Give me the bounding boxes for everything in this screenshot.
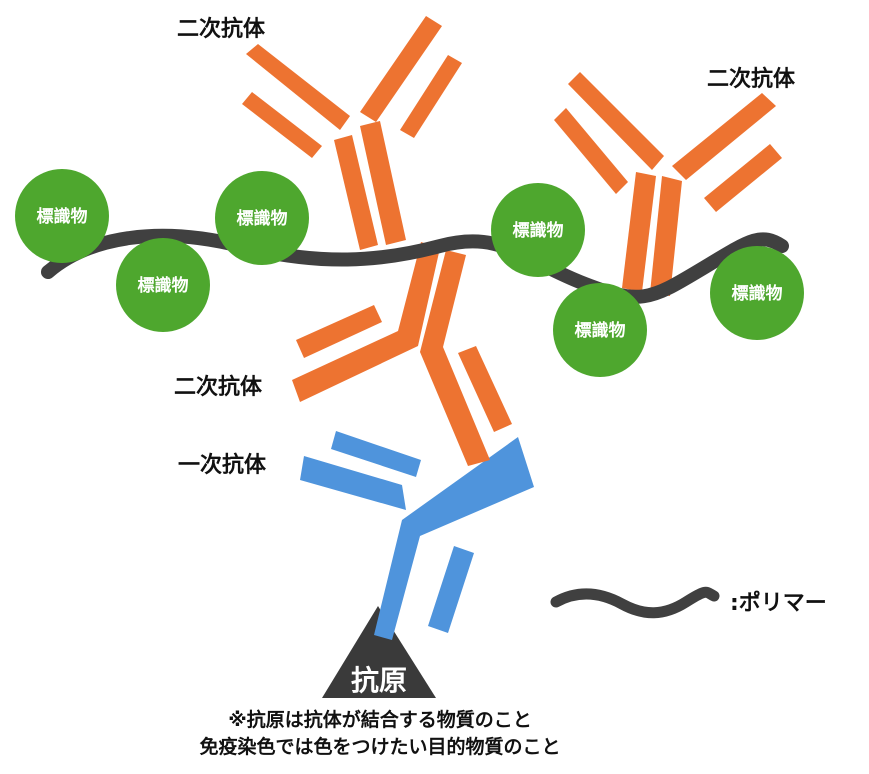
marker-circle	[491, 183, 585, 277]
secondary-antibody-top-left-stem-right	[360, 121, 406, 245]
marker-circle	[215, 171, 309, 265]
secondary-antibody-bottom-heavy-left	[292, 242, 440, 402]
secondary-antibody-top-right-stem-right	[650, 176, 682, 296]
antigen: 抗原	[322, 606, 436, 698]
polymer-legend: :ポリマー	[550, 586, 827, 619]
polymer-legend-icon	[550, 586, 720, 619]
secondary-antibody-top-right-light-left	[554, 108, 628, 194]
polymer-legend-label: :ポリマー	[730, 590, 827, 616]
marker-circle	[116, 238, 210, 332]
secondary-antibody-bottom-light-right	[458, 346, 512, 432]
label-primary-antibody: 一次抗体	[178, 452, 267, 478]
marker-6: 標識物	[710, 246, 804, 340]
secondary-antibody-top-left-arm-left	[246, 44, 350, 130]
primary-antibody-heavy-chain	[374, 437, 534, 640]
marker-1: 標識物	[15, 169, 109, 263]
secondary-antibody-top-right-arm-right	[672, 93, 776, 180]
note-line-1: ※抗原は抗体が結合する物質のこと	[228, 708, 531, 731]
secondary-antibody-top-right	[554, 72, 782, 296]
secondary-antibody-top-left-light-left	[242, 92, 322, 158]
marker-circle	[553, 283, 647, 377]
marker-4: 標識物	[491, 183, 585, 277]
label-secondary-antibody-top-left: 二次抗体	[177, 16, 266, 42]
marker-2: 標識物	[116, 238, 210, 332]
marker-label: 標識物	[237, 208, 288, 229]
antigen-triangle	[322, 606, 436, 698]
marker-label: 標識物	[138, 275, 189, 296]
markers: 標識物 標識物 標識物 標識物 標識物 標識物	[15, 169, 804, 377]
polymer-chain	[41, 228, 789, 304]
marker-3: 標識物	[215, 171, 309, 265]
primary-antibody-light-chain-right	[428, 546, 474, 633]
note-line-2: 免疫染色では色をつけたい目的物質のこと	[199, 735, 560, 758]
primary-antibody-heavy-chain-left	[300, 456, 406, 510]
secondary-antibody-top-left-arm-right	[360, 16, 442, 122]
secondary-antibody-bottom	[292, 242, 512, 466]
marker-label: 標識物	[732, 283, 783, 304]
marker-circle	[15, 169, 109, 263]
marker-circle	[710, 246, 804, 340]
secondary-antibody-top-left-stem-left	[334, 135, 378, 250]
secondary-antibody-top-right-arm-left	[568, 72, 664, 170]
secondary-antibody-bottom-heavy-right	[420, 250, 490, 466]
secondary-antibody-bottom-light-left	[296, 305, 382, 358]
secondary-antibody-top-left-light-right	[400, 55, 462, 138]
secondary-antibody-top-right-light-right	[704, 144, 782, 212]
secondary-antibody-top-left	[242, 16, 462, 250]
marker-5: 標識物	[553, 283, 647, 377]
primary-antibody-light-chain-left	[331, 431, 421, 477]
primary-antibody	[300, 431, 534, 640]
label-secondary-antibody-bottom: 二次抗体	[174, 374, 263, 400]
marker-label: 標識物	[513, 220, 564, 241]
secondary-antibody-top-right-stem-left	[622, 172, 656, 292]
marker-label: 標識物	[37, 206, 88, 227]
label-secondary-antibody-top-right: 二次抗体	[707, 66, 796, 92]
antigen-label: 抗原	[351, 664, 407, 697]
marker-label: 標識物	[575, 320, 626, 341]
